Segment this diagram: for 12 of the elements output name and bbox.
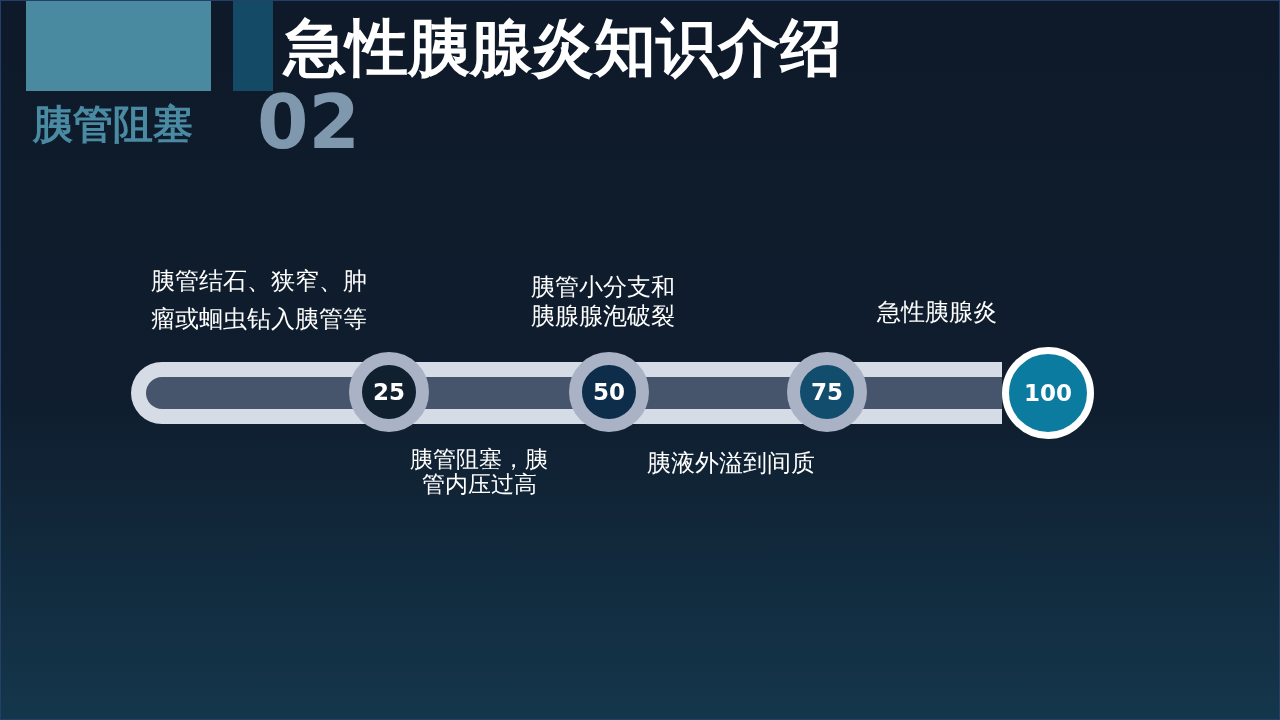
milestone-caption: 胰管结石、狭窄、肿瘤或蛔虫钻入胰管等 [151, 266, 368, 335]
milestone-caption: 胰管阻塞，胰管内压过高 [409, 447, 550, 497]
slide-title: 急性胰腺炎知识介绍 [284, 11, 842, 85]
milestone-marker: 25 [349, 352, 429, 432]
milestone-marker: 100 [1002, 347, 1094, 439]
milestone-caption: 胰管小分支和胰腺腺泡破裂 [529, 273, 676, 331]
milestone-marker: 50 [569, 352, 649, 432]
milestone-marker: 75 [787, 352, 867, 432]
milestone-caption: 急性胰腺炎 [877, 297, 997, 327]
section-number: 02 [257, 85, 360, 159]
milestone-caption: 胰液外溢到间质 [647, 448, 815, 478]
section-heading: 胰管阻塞 [33, 100, 193, 149]
